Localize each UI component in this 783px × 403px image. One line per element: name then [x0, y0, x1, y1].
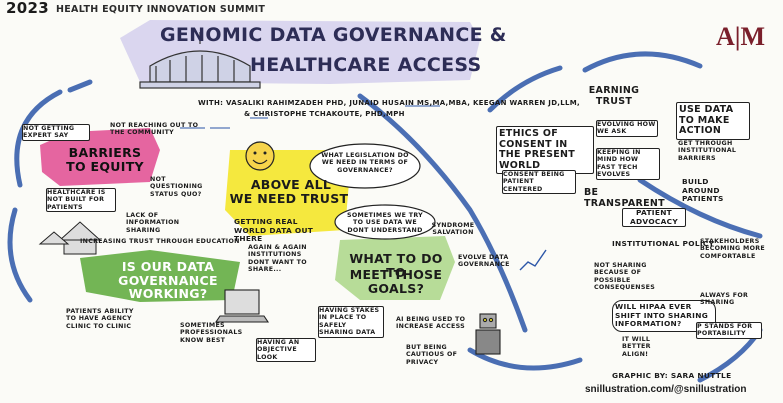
not-getting-expert-note: NOT GETTING EXPERT SAY [22, 124, 90, 141]
not-questioning-note: NOT QUESTIONING STATUS QUO? [150, 176, 203, 198]
houses-icon [38, 221, 102, 255]
lack-of-info-note: LACK OF INFORMATION SHARING [126, 212, 180, 234]
institutional-barriers-note: GET THROUGH INSTITUTIONAL BARRIERS [678, 140, 737, 162]
professionals-note: SOMETIMES PROFESSIONALS KNOW BEST [180, 322, 243, 344]
not-sharing-note: NOT SHARING BECAUSE OF POSSIBLE CONSEQUE… [594, 262, 656, 292]
credit-line1: GRAPHIC BY: SARA NUTTLE [612, 371, 732, 380]
working-title: IS OUR DATA GOVERNANCE WORKING? [118, 259, 218, 301]
legislation-bubble [309, 143, 421, 189]
smiley-face-icon [245, 141, 275, 171]
ethics-of-consent: ETHICS OF CONSENT IN THE PRESENT WORLD [496, 126, 594, 174]
credit-line2: snillustration.com/@snillustration [585, 384, 747, 395]
ai-access-note: AI BEING USED TO INCREASE ACCESS [396, 316, 466, 331]
again-and-again-note: AGAIN & AGAIN INSTITUTIONS DONT WANT TO … [248, 244, 307, 274]
syndrome-salvation-note: SYNDROME SALVATION [431, 222, 475, 237]
page-title-line2: HEALTHCARE ACCESS [250, 54, 482, 76]
trust-title-line2: WE NEED TRUST [229, 191, 349, 206]
goals-highlight [335, 236, 455, 300]
goals-title-line1: WHAT TO DO TO [349, 251, 443, 280]
dashes [180, 105, 440, 129]
not-built-note: HEALTHCARE IS NOT BUILT FOR PATIENTS [46, 188, 116, 213]
keeping-in-mind-note: KEEPING IN MIND HOW FAST TECH EVOLVES [596, 148, 660, 180]
robot-icon [475, 313, 501, 355]
barriers-title: BARRIERS TO EQUITY [66, 145, 144, 174]
better-align-note: IT WILL BETTER ALIGN! [622, 336, 651, 358]
patients-agency-note: PATIENTS ABILITY TO HAVE AGENCY CLINIC T… [66, 308, 134, 330]
p-stands-note: P STANDS FOR PORTABILITY [696, 322, 762, 339]
capitol-dome-icon [139, 32, 261, 89]
page-title-line1: GENOMIC DATA GOVERNANCE & [160, 24, 507, 46]
sometimes-bubble [334, 204, 436, 240]
laptop-icon [214, 289, 270, 323]
institutional-policy-note: INSTITUTIONAL POLICY [612, 239, 715, 248]
build-around-patients-note: BUILD AROUND PATIENTS [682, 177, 724, 204]
stakes-note: HAVING STAKES IN PLACE TO SAFELY SHARING… [318, 306, 384, 338]
speakers-line1: WITH: VASALIKI RAHIMZADEH PHD, JUNAID HU… [198, 99, 581, 107]
real-world-data-note: GETTING REAL WORLD DATA OUT THERE [234, 217, 314, 244]
always-for-sharing-note: ALWAYS FOR SHARING [700, 292, 749, 307]
legislation-question: WHAT LEGISLATION DO WE NEED IN TERMS OF … [321, 152, 409, 174]
patient-advocacy-note: PATIENT ADVOCACY [622, 208, 686, 228]
use-data-note: USE DATA TO MAKE ACTION [676, 102, 750, 140]
not-reaching-note: NOT REACHING OUT TO THE COMMUNITY [110, 122, 199, 137]
evolving-how-we-ask: EVOLVING HOW WE ASK [596, 120, 658, 137]
earning-trust-note: EARNING TRUST [588, 85, 640, 107]
be-transparent-note: BE TRANSPARENT [584, 187, 665, 209]
evolve-governance-note: EVOLVE DATA GOVERNANCE [458, 254, 510, 269]
patient-centered-note: CONSENT BEING PATIENT CENTERED [502, 170, 576, 195]
sometimes-note: SOMETIMES WE TRY TO USE DATA WE DONT UND… [347, 212, 423, 234]
stakeholders-note: STAKEHOLDERS BECOMING MORE COMFORTABLE [700, 238, 765, 260]
speakers-line2: & CHRISTOPHE TCHAKOUTE, PHD,MPH [244, 110, 405, 118]
objective-look-note: HAVING AN OBJECTIVE LOOK [256, 338, 316, 363]
cautious-privacy-note: BUT BEING CAUTIOUS OF PRIVACY [406, 344, 458, 366]
working-highlight [80, 250, 240, 302]
increasing-trust-note: INCREASING TRUST THROUGH EDUCATION [80, 238, 240, 245]
trust-title-line1: ABOVE ALL [250, 177, 332, 192]
event-name: HEALTH EQUITY INNOVATION SUMMIT [56, 4, 266, 15]
goals-title-line2: MEET THOSE GOALS? [349, 267, 443, 296]
rising-chart-icon [519, 249, 547, 271]
barriers-highlight [40, 128, 160, 186]
year-label: 2023 [6, 0, 49, 17]
university-logo: A|M [716, 22, 766, 51]
